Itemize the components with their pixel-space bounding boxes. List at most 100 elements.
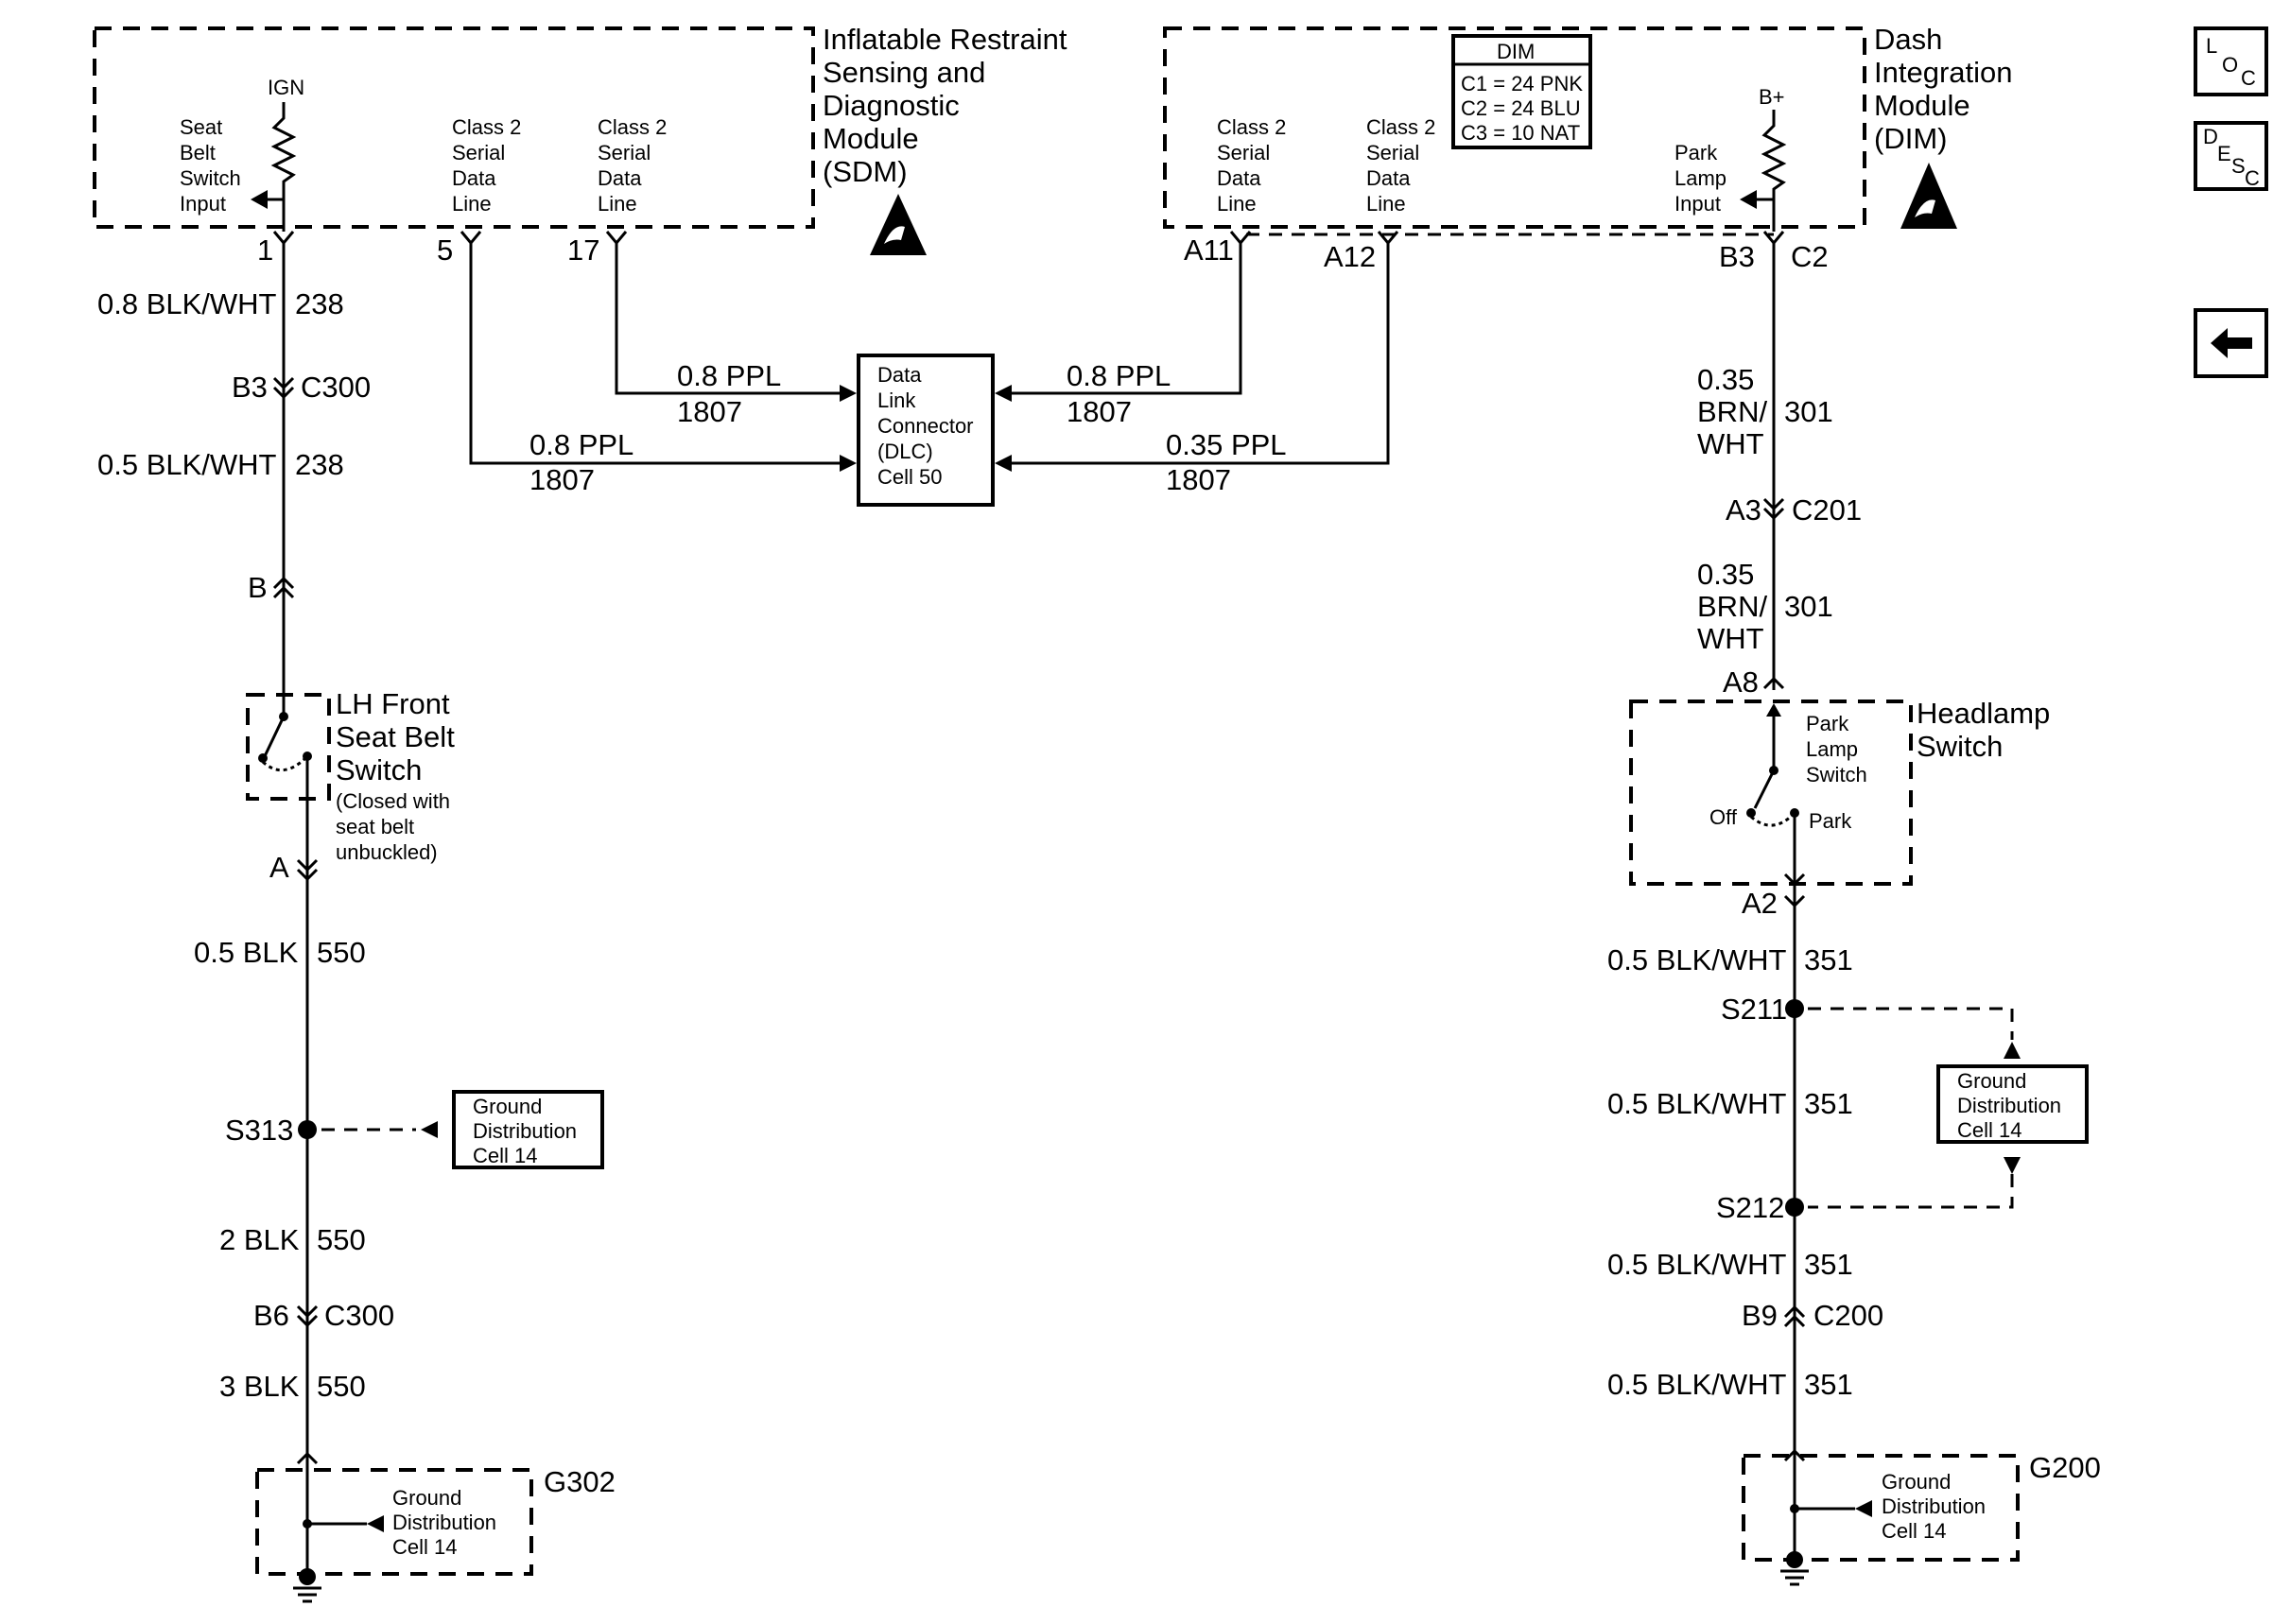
dlc-arrow-right-bottom-icon [995,455,1012,472]
seat-belt-switch-name-1: LH Front [336,687,450,720]
left-w1-circuit: 238 [295,287,344,320]
sdm-ign-label: IGN [268,76,304,99]
dlc-arrow-left-bottom-icon [840,455,857,472]
left-w3-circuit: 550 [317,936,366,969]
headlamp-switch-name-1: Headlamp [1917,697,2050,730]
g302-cell-2: Distribution [392,1511,496,1534]
right-ground-ref-box[interactable] [1936,1064,2089,1144]
g200-cell-3: Cell 14 [1882,1519,1946,1543]
seat-belt-switch-boundary [246,693,331,801]
right-conn1-pin: A3 [1726,493,1761,527]
g200-boundary [1742,1454,2020,1562]
sdm-pin-17: 17 [567,233,599,267]
dim-pin-b3: B3 [1719,240,1755,273]
loc-letter-l: L [2206,34,2217,58]
left-conn1-pin: B3 [232,371,268,404]
right-w2-size-3: WHT [1697,622,1764,655]
c201-connector-icon [1762,497,1785,521]
right-w5-size: 0.5 BLK/WHT [1607,1248,1787,1281]
dim-park-lamp-input-1: Park [1674,141,1718,164]
c200-connector-icon [1783,1304,1806,1328]
seat-belt-switch-name-3: Switch [336,753,422,786]
park-lamp-switch-park: Park [1809,809,1852,833]
right-splice-a: S211 [1721,993,1787,1026]
left-w5-size: 3 BLK [219,1370,300,1403]
dim-module: Dash Integration Module (DIM) DIM C1 = 2… [1163,23,2013,273]
dim-connector-table [1451,34,1592,149]
seat-belt-switch-icon [263,695,286,757]
sdm-name-line1: Inflatable Restraint [823,23,1067,56]
ground-ref-down-arrow-icon [2004,1157,2021,1174]
left-arrow-icon [2211,328,2252,358]
right-ground-box-2: Distribution [1957,1094,2061,1117]
right-ground-box-1: Ground [1957,1069,2026,1093]
left-ground-ref-box[interactable] [452,1090,604,1169]
left-w5-circuit: 550 [317,1370,366,1403]
right-conn4-pin: B9 [1742,1299,1778,1332]
ground-icon [1780,1551,1809,1586]
dim-name-line2: Integration [1874,56,2013,89]
dim-name-line3: Module [1874,89,1970,122]
loc-letter-c: C [2241,66,2256,90]
right-w5-circuit: 351 [1804,1248,1853,1281]
desc-letter-e: E [2217,142,2231,165]
seat-belt-input-arrow-icon [251,190,268,209]
desc-letter-d: D [2203,125,2218,148]
right-w3-size: 0.5 BLK/WHT [1607,943,1787,976]
right-conn2-pin: A8 [1723,665,1759,699]
sdm-boundary [93,26,815,229]
sdm-seat-belt-input-2: Belt [180,141,216,164]
dim-serial-a-3: Data [1217,166,1261,190]
dim-serial-b-3: Data [1366,166,1411,190]
left-splice: S313 [225,1114,293,1147]
dim-serial-b-4: Line [1366,192,1406,216]
right-conn4-name: C200 [1813,1299,1883,1332]
g302-boundary [255,1468,533,1576]
conn-a8-icon [1762,676,1785,690]
left-w3-size: 0.5 BLK [194,936,299,969]
right-w2-size-1: 0.35 [1697,558,1754,591]
park-lamp-input-arrow-icon [1740,190,1757,209]
dlc-arrow-left-top-icon [840,385,857,402]
sdm-serial-b-4: Line [598,192,637,216]
desc-button[interactable]: D E S C [2194,121,2268,191]
g200-cell-1: Ground [1882,1470,1951,1494]
right-w2-size-2: BRN/ [1697,590,1767,623]
bplus-resistor-icon [1761,110,1787,232]
g200-cell-2: Distribution [1882,1494,1986,1518]
wire-dima12-size: 0.35 PPL [1166,428,1287,461]
park-lamp-switch-off: Off [1709,805,1738,829]
dlc-line-3: Connector [877,414,974,438]
dlc-line-1: Data [877,363,922,387]
sdm-name-line4: Module [823,122,919,155]
right-circuit: 0.35 BRN/ WHT 301 A3 C201 0.35 BRN/ WHT … [1607,241,2101,1586]
wire-dima11-circuit: 1807 [1067,395,1132,428]
left-ground-box-2: Distribution [473,1119,577,1143]
conn-a2-icon [1783,872,1806,908]
desc-letter-c: C [2245,166,2260,190]
left-w4-circuit: 550 [317,1223,366,1256]
dim-serial-a-2: Serial [1217,141,1270,164]
right-ground-box-3: Cell 14 [1957,1118,2021,1142]
c300-connector-icon [272,376,295,400]
left-conn2-pin: B [248,571,268,604]
left-w4-size: 2 BLK [219,1223,300,1256]
dim-name-line4: (DIM) [1874,122,1947,155]
right-w3-circuit: 351 [1804,943,1853,976]
left-conn4-name: C300 [324,1299,394,1332]
dim-boundary [1163,26,1866,229]
right-w4-circuit: 351 [1804,1087,1853,1120]
dim-pin-a12: A12 [1324,240,1376,273]
loc-button[interactable]: L O C [2194,26,2268,96]
back-button[interactable] [2194,308,2268,378]
wire-dima11-size: 0.8 PPL [1067,359,1171,392]
headlamp-switch-boundary [1629,700,1913,886]
dlc-arrow-right-top-icon [995,385,1012,402]
sdm-serial-a-4: Line [452,192,492,216]
dim-serial-a-1: Class 2 [1217,115,1286,139]
s211-splice [1785,999,1804,1018]
left-w1-size: 0.8 BLK/WHT [97,287,277,320]
sdm-name-line5: (SDM) [823,155,908,188]
g302-cell-3: Cell 14 [392,1535,457,1559]
left-ground-box-1: Ground [473,1095,542,1118]
